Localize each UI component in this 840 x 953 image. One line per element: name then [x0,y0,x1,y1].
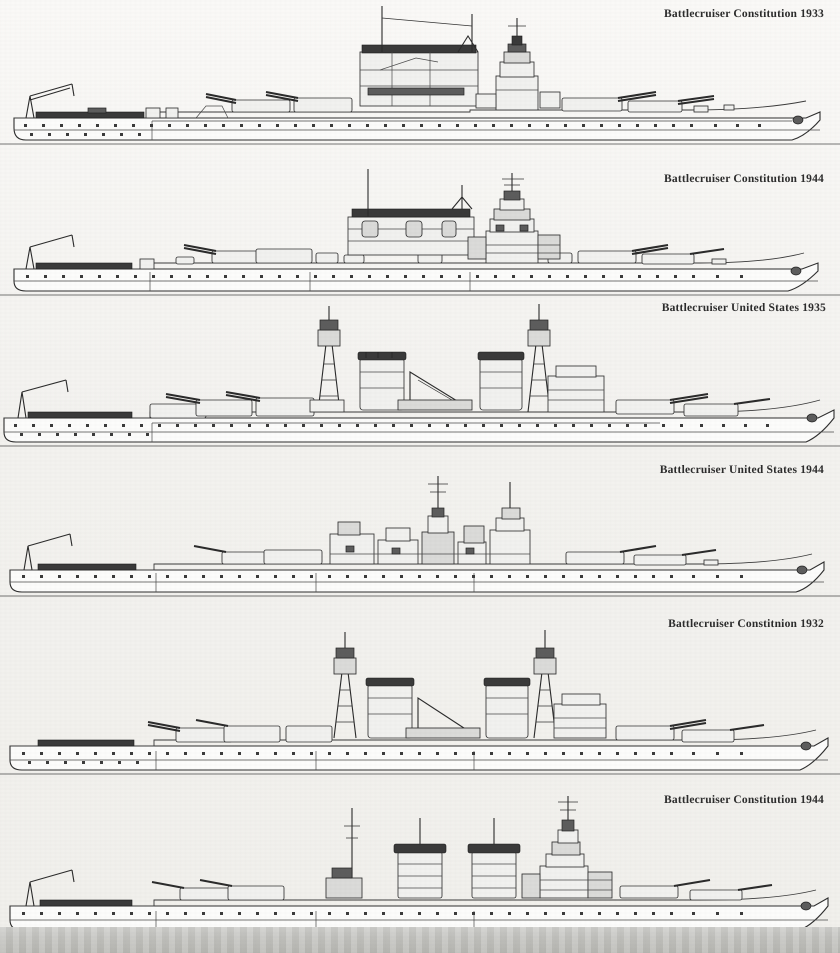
cage-mast-fore [527,304,551,413]
cage-mast-fore [533,630,557,739]
cage-mast-aft [333,632,357,739]
ship-profile-3: Battlecruiser United States 1935 [0,300,840,460]
bridge-tower [521,796,613,899]
porthole-row [22,575,743,578]
ship-drawing-6 [9,796,829,931]
ship-drawing-3 [0,304,840,447]
funnel-1 [357,351,407,411]
funnel-casing [347,196,475,256]
funnel-2 [467,818,521,899]
ship-profile-5: Battlecruiser Constitnion 1932 [0,610,840,780]
bridge-tower [467,173,561,264]
ship-caption-4: Battlecruiser United States 1944 [659,464,824,476]
stern-crane-icon [25,869,75,907]
porthole-row [26,275,743,278]
forward-turret-group [561,90,715,113]
ship-drawing-5 [0,630,840,775]
porthole-row [22,912,743,915]
porthole-row [22,752,743,764]
ship-profile-2: Battlecruiser Constitution 1944 [0,165,840,310]
ship-caption-3: Battlecruiser United States 1935 [661,302,826,314]
ship-caption-5: Battlecruiser Constitnion 1932 [668,618,824,630]
ship-profile-1: Battlecruiser Constitution 1933 [0,0,840,165]
cage-mast-aft [309,306,345,413]
ship-drawing-1 [0,6,840,145]
bottom-gray-band [0,927,840,953]
stern-crane-icon [23,533,73,571]
funnel-1 [365,677,415,739]
boat-crane [397,371,473,411]
funnel-casing [359,34,479,107]
ship-drawing-2 [0,169,840,296]
funnel-2 [477,351,525,411]
stern-crane-icon [17,379,69,419]
stern-crane-icon [25,83,75,119]
stern-crane-icon [25,234,75,270]
bridge-tower [475,18,561,111]
aft-turret-group [205,90,353,113]
ship-caption-2: Battlecruiser Constitution 1944 [664,173,824,185]
funnel-2 [483,677,531,739]
ship-caption-6: Battlecruiser Constitution 1944 [664,794,824,806]
ship-drawing-4 [0,476,840,597]
ship-profile-4: Battlecruiser United States 1944 [0,460,840,610]
porthole-row [24,124,761,136]
ship-profile-6: Battlecruiser Constitution 1944 [0,780,840,931]
funnel-1 [393,818,447,899]
boat-crane [405,696,481,739]
porthole-row [14,424,769,436]
ship-caption-1: Battlecruiser Constitution 1933 [664,8,824,20]
superstructure [329,476,531,565]
